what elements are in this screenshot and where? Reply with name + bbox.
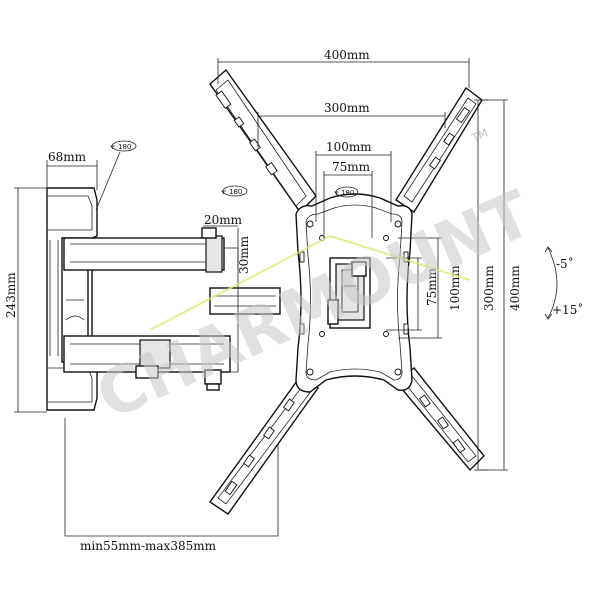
- front-view: 400mm 300mm 100mm 75mm 180 75mm 100mm 30…: [209, 48, 583, 515]
- dim-label-20: 20mm: [204, 213, 243, 227]
- tilt-indicator: -5˚ +15˚: [544, 246, 583, 320]
- dim-line-w300: [257, 112, 446, 148]
- upper-arm: [63, 237, 225, 271]
- dim-line-w75: [323, 171, 373, 238]
- dim-line-68: [46, 160, 98, 190]
- dim-line-h400: [480, 99, 508, 471]
- svg-text:180: 180: [229, 188, 242, 196]
- rotation-badge-wall: 180: [95, 140, 137, 211]
- dim-label-h300: 300mm: [482, 265, 496, 311]
- dim-line-extension: [64, 418, 279, 537]
- rotation-badge-arm: 180: [221, 185, 248, 197]
- tilt-down-label: +15˚: [552, 302, 583, 317]
- arm-bolt-top: [201, 227, 217, 239]
- dim-label-extension: min55mm-max385mm: [80, 539, 217, 553]
- svg-text:180: 180: [118, 143, 131, 151]
- rotation-badge-plate: 180: [334, 186, 359, 198]
- dim-label-w75: 75mm: [332, 160, 371, 174]
- dim-line-h100: [398, 237, 442, 339]
- dim-label-w300: 300mm: [324, 101, 370, 115]
- dim-line-h75: [386, 257, 422, 331]
- dim-label-h400: 400mm: [508, 265, 522, 311]
- dim-label-68: 68mm: [48, 150, 87, 164]
- dim-line-w400: [217, 58, 470, 88]
- dim-label-30: 30mm: [237, 235, 251, 274]
- tilt-up-label: -5˚: [556, 256, 574, 271]
- dim-label-h75: 75mm: [425, 267, 439, 306]
- dim-label-w100: 100mm: [326, 140, 372, 154]
- dim-label-w400: 400mm: [324, 48, 370, 62]
- side-view: 68mm 180 243mm 180 20mm 30mm min55mm-max…: [4, 140, 281, 553]
- arm-bottom-left: [209, 372, 319, 515]
- dim-line-243: [14, 187, 47, 413]
- watermark-tm: TM: [469, 126, 490, 145]
- svg-text:180: 180: [341, 189, 354, 197]
- dim-label-243: 243mm: [4, 272, 18, 318]
- arm-top-right: [395, 86, 483, 213]
- dim-line-w100: [315, 151, 392, 222]
